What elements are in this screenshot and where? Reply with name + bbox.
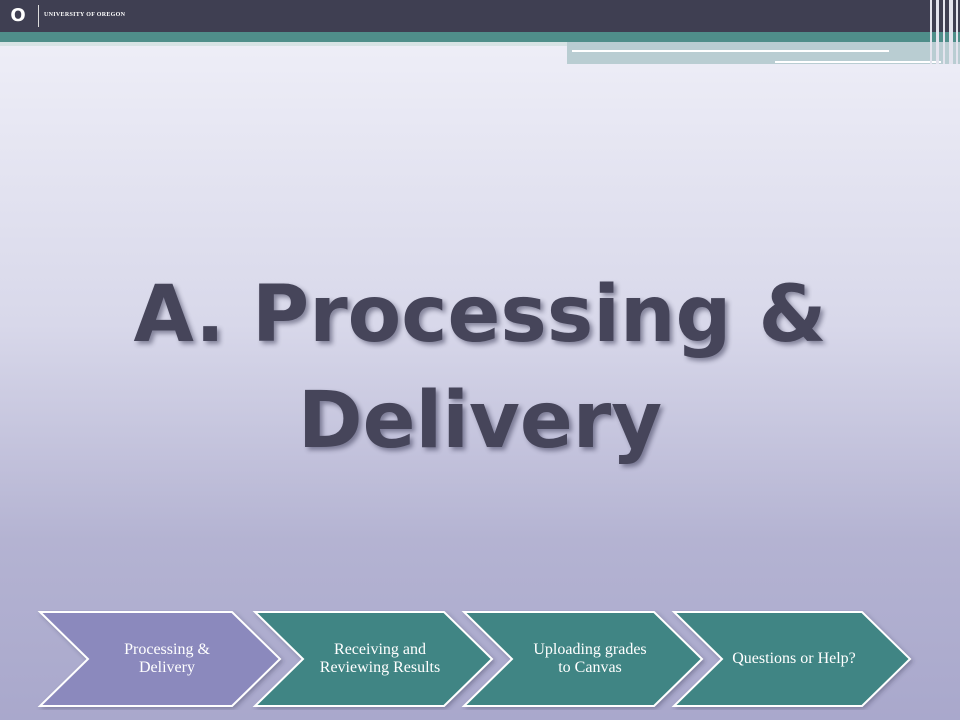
slide-title: A. Processing & Delivery <box>40 262 920 474</box>
chevron-label-3: Uploading grades to Canvas <box>533 641 647 676</box>
university-name: UNIVERSITY OF OREGON <box>44 12 126 18</box>
chevron-label-1: Processing & Delivery <box>124 641 210 676</box>
chevron-step-3[interactable] <box>461 611 704 707</box>
university-logo-icon: O <box>10 5 26 26</box>
decorative-vertical-bars <box>928 0 960 64</box>
header-accent-band <box>0 32 960 42</box>
decorative-line <box>775 61 941 63</box>
chevron-step-1[interactable] <box>37 611 282 707</box>
decorative-line <box>572 50 889 52</box>
chevron-step-4[interactable] <box>671 611 912 707</box>
process-chevrons <box>37 611 912 707</box>
chevron-label-4: Questions or Help? <box>732 650 856 667</box>
logo-divider <box>38 5 39 27</box>
header-light-band <box>0 42 567 46</box>
header-right-band <box>567 42 960 64</box>
chevron-label-2: Receiving and Reviewing Results <box>319 641 441 676</box>
header-bar: O UNIVERSITY OF OREGON <box>0 0 960 32</box>
title-line-1: A. Processing & <box>133 270 827 360</box>
title-line-2: Delivery <box>297 376 663 466</box>
chevron-step-2[interactable] <box>252 611 494 707</box>
